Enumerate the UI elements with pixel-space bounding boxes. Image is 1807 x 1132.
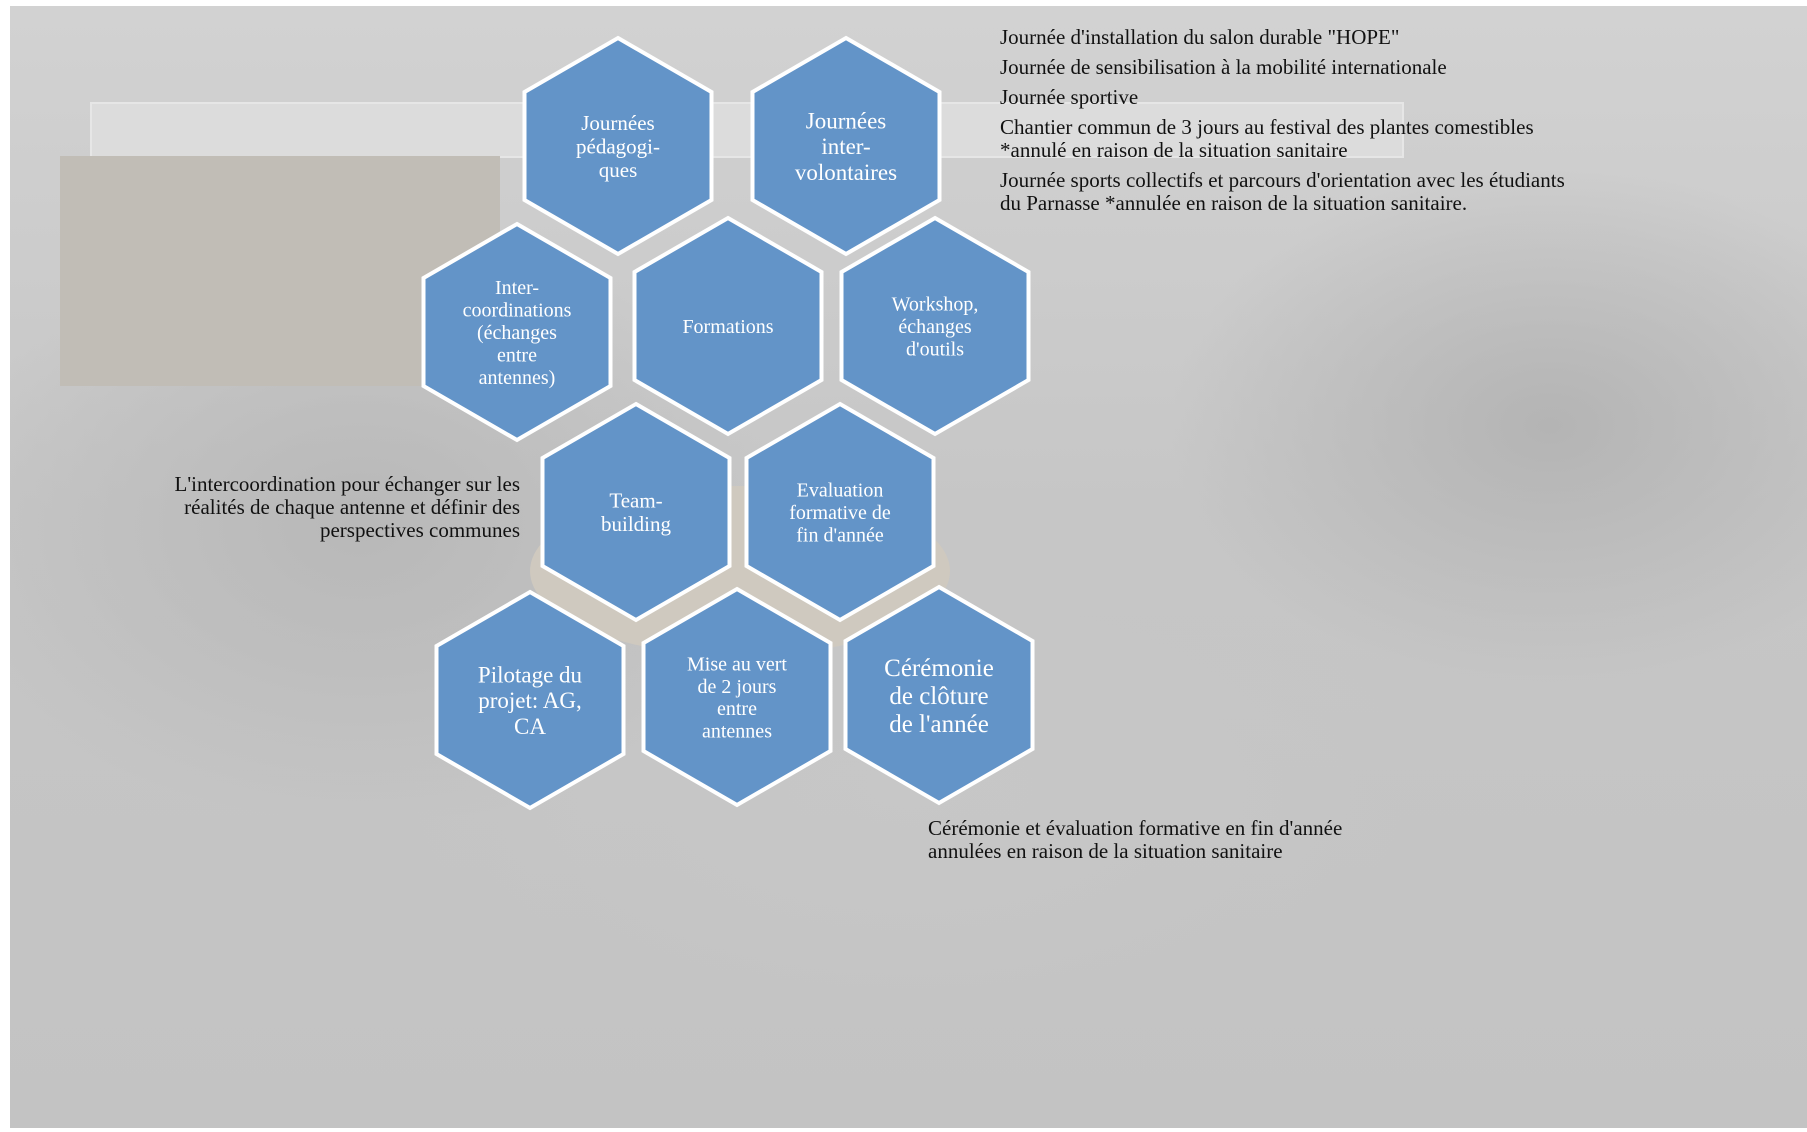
hexagon-label: de l'année <box>889 711 989 738</box>
activity-list: Journée d'installation du salon durable … <box>1000 26 1580 222</box>
hexagon-label: Team- <box>609 489 662 513</box>
hexagon-shape <box>843 584 1035 806</box>
hexagon-label: Pilotage du <box>478 662 583 687</box>
hexagon-label: CA <box>514 714 546 739</box>
hexagon-shape <box>750 35 942 257</box>
hexagon-label: Journées <box>806 108 887 133</box>
hexagon-label: Formations <box>682 316 773 338</box>
hexagon-label: Workshop, <box>892 294 979 316</box>
hexagon-shape <box>744 401 936 623</box>
hexagon-label: Evaluation <box>797 480 884 502</box>
activity-item: Journée sportive <box>1000 85 1139 109</box>
hexagon-label: de clôture <box>889 683 988 710</box>
hexagon-label: Inter- <box>495 277 539 299</box>
hexagon-label: building <box>601 512 672 536</box>
hexagon-shape <box>522 35 714 257</box>
activity-item: Chantier commun de 3 jours au festival d… <box>1000 115 1534 162</box>
hexagon-shape <box>540 401 732 623</box>
hexagon-label: Cérémonie <box>884 655 994 682</box>
hexagon-label: antennes) <box>479 367 556 389</box>
hexagon-label: pédagogi- <box>576 134 660 158</box>
hexagon-label: antennes <box>702 721 772 743</box>
hexagon-label: Mise au vert <box>687 653 787 675</box>
activity-item: Journée sports collectifs et parcours d'… <box>1000 168 1565 215</box>
hexagon-intercoordinations: Inter-coordinations(échangesentreantenne… <box>421 221 613 443</box>
hexagon-label: fin d'année <box>796 524 884 546</box>
hexagon-shape <box>839 215 1031 437</box>
hexagon-label: ques <box>599 158 638 182</box>
activity-item: Journée de sensibilisation à la mobilité… <box>1000 55 1447 79</box>
activity-item: Journée d'installation du salon durable … <box>1000 25 1400 49</box>
hexagon-label: (échanges <box>477 322 557 344</box>
hexagon-formations: Formations <box>632 215 824 437</box>
hexagon-label: volontaires <box>795 160 897 185</box>
hexagon-shape <box>434 589 626 811</box>
hexagon-label: entre <box>497 344 537 366</box>
hexagon-label: échanges <box>898 316 972 338</box>
hexagon-team-building: Team-building <box>540 401 732 623</box>
intercoordination-note: L'intercoordination pour échanger sur le… <box>174 472 521 542</box>
whiteboard-shape <box>90 102 1404 158</box>
hexagon-label: coordinations <box>463 300 572 322</box>
hexagon-label: entre <box>717 698 757 720</box>
hexagon-label: Journées <box>581 111 654 135</box>
hexagon-shape <box>641 586 833 808</box>
hexagon-label: d'outils <box>906 338 964 360</box>
hexagon-label: inter- <box>821 134 870 159</box>
hexagon-label: projet: AG, <box>478 688 582 713</box>
hexagon-shape <box>632 215 824 437</box>
hexagon-label: de 2 jours <box>698 676 777 698</box>
hexagon-label: formative de <box>789 502 891 524</box>
ceremony-note: Cérémonie et évaluation formative en fin… <box>928 816 1343 863</box>
hexagon-shape <box>421 221 613 443</box>
